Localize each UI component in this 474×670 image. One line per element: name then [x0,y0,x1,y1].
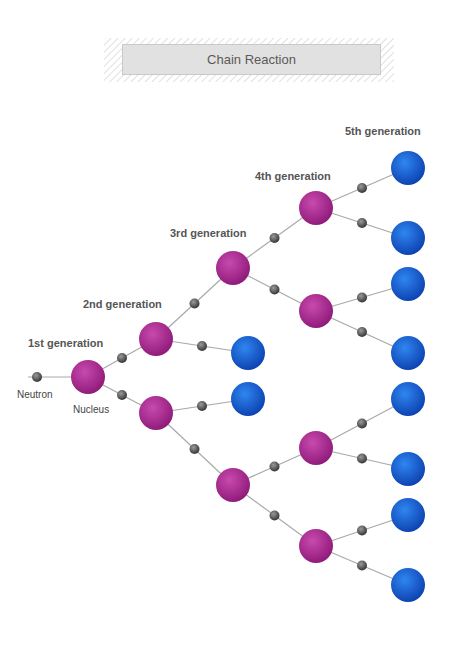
neutron-dot [190,299,200,309]
neutron-dot [117,353,127,363]
neutron-dot [270,462,280,472]
title-panel: Chain Reaction [122,44,381,75]
nucleus-circle [216,251,250,285]
part-label: Neutron [17,389,53,400]
title-frame [104,38,394,82]
neutron-dot [197,341,207,351]
product-circle [231,336,265,370]
product-circle [391,452,425,486]
generation-label: 4th generation [255,170,331,182]
product-circle [391,382,425,416]
product-circle [391,336,425,370]
title: Chain Reaction [207,52,296,67]
generation-label: 1st generation [28,337,103,349]
product-circle [391,498,425,532]
neutron-dot [190,444,200,454]
neutron-dot [357,419,367,429]
neutron-dot [357,293,367,303]
nucleus-circle [139,396,173,430]
product-circle [231,382,265,416]
nucleus-circle [299,431,333,465]
neutron-dot [357,526,367,536]
nucleus-circle [299,529,333,563]
neutron-dot [270,511,280,521]
nucleus-circle [216,468,250,502]
neutron-dot [357,454,367,464]
neutron-dot [357,561,367,571]
neutron-dot [117,390,127,400]
nucleus-circle [299,294,333,328]
product-circle [391,221,425,255]
nucleus-circle [71,360,105,394]
neutron-dot [270,233,280,243]
product-circle [391,267,425,301]
product-circle [391,151,425,185]
generation-label: 5th generation [345,125,421,137]
neutron-dot [357,218,367,228]
neutron-dot [357,183,367,193]
neutron-dot [270,285,280,295]
product-circle [391,568,425,602]
part-label: Nucleus [73,404,109,415]
nucleus-circle [299,191,333,225]
generation-label: 2nd generation [83,298,162,310]
neutron-dot [197,401,207,411]
neutron-dot [357,327,367,337]
neutron-dot [32,372,42,382]
nucleus-circle [139,322,173,356]
generation-label: 3rd generation [170,227,246,239]
